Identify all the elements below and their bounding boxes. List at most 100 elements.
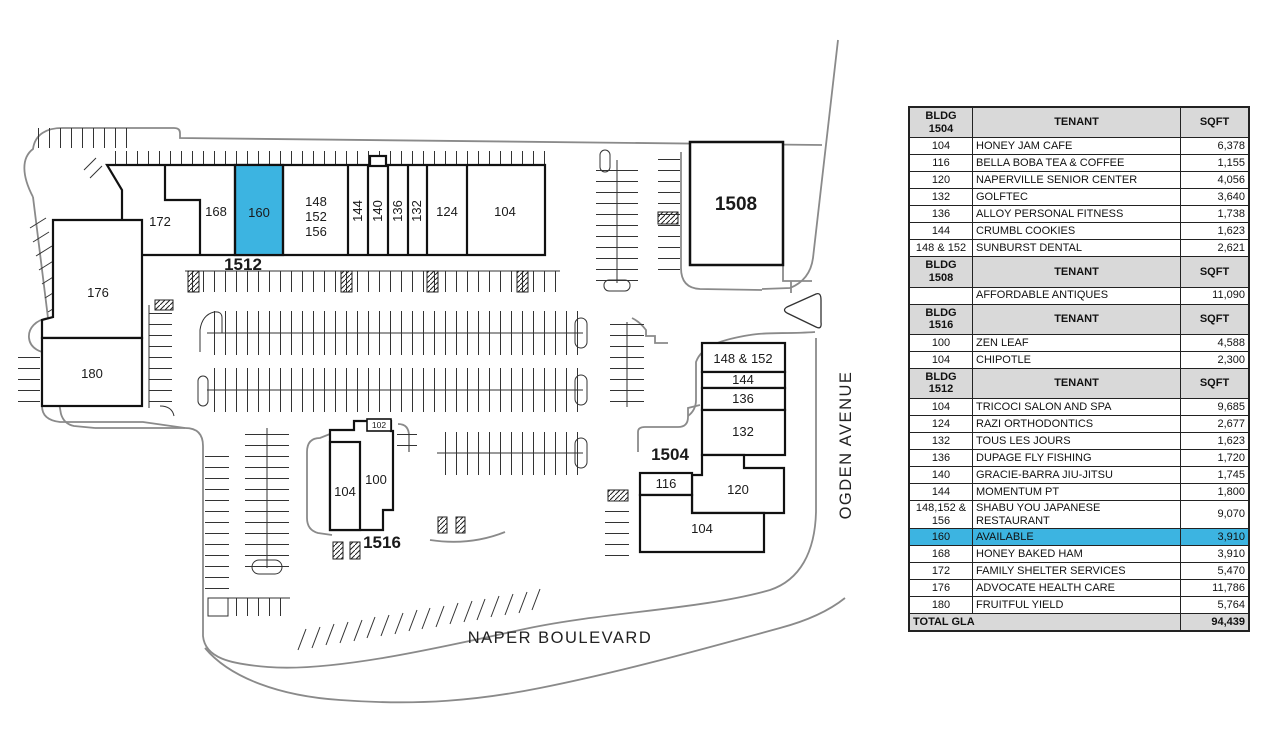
tenant-unit-cell: 104 — [908, 398, 973, 417]
tenant-name-cell: FRUITFUL YIELD — [972, 596, 1181, 615]
tenant-name-cell: HONEY BAKED HAM — [972, 545, 1181, 564]
unit-label-160-available: 160 — [248, 205, 270, 220]
site-plan-map: 172 168 160 148 152 156 144 140 136 132 … — [18, 39, 855, 704]
unit-label-120-1504: 120 — [727, 482, 749, 497]
tenant-sqft-cell: 3,640 — [1180, 188, 1250, 207]
unit-label-152: 152 — [305, 209, 327, 224]
tenant-unit-cell: 172 — [908, 562, 973, 581]
section-header-tenant: TENANT — [972, 106, 1181, 139]
building-label-1512: 1512 — [224, 255, 262, 274]
tenant-name-cell: RAZI ORTHODONTICS — [972, 415, 1181, 434]
tenant-sqft-cell: 3,910 — [1180, 545, 1250, 564]
unit-label-140: 140 — [370, 200, 385, 222]
section-header-bldg: BLDG 1512 — [908, 367, 973, 400]
tenant-unit-cell: 132 — [908, 188, 973, 207]
tenant-sqft-cell: 1,720 — [1180, 449, 1250, 468]
unit-label-102-1516: 102 — [372, 420, 386, 430]
street-label-ogden: OGDEN AVENUE — [837, 371, 855, 520]
tenant-unit-cell — [908, 286, 973, 305]
tenant-name-cell: AVAILABLE — [972, 528, 1181, 547]
tenant-unit-cell: 144 — [908, 483, 973, 502]
tenant-unit-cell: 180 — [908, 596, 973, 615]
total-gla-label: TOTAL GLA — [908, 613, 1181, 632]
tenant-name-cell: AFFORDABLE ANTIQUES — [972, 286, 1181, 305]
unit-label-104-1512: 104 — [494, 204, 516, 219]
street-label-naper: NAPER BOULEVARD — [468, 629, 653, 647]
tenant-sqft-cell: 1,155 — [1180, 154, 1250, 173]
tenant-unit-cell: 168 — [908, 545, 973, 564]
tenant-sqft-cell: 4,056 — [1180, 171, 1250, 190]
tenant-unit-cell: 176 — [908, 579, 973, 598]
building-label-1504: 1504 — [651, 445, 689, 464]
unit-label-148-152-1504: 148 & 152 — [713, 351, 772, 366]
unit-label-136: 136 — [390, 200, 405, 222]
tenant-name-cell: SHABU YOU JAPANESE RESTAURANT — [972, 500, 1181, 530]
building-1508 — [688, 140, 785, 267]
tenant-name-cell: CHIPOTLE — [972, 350, 1181, 369]
unit-label-116-1504: 116 — [656, 476, 677, 491]
tenant-sqft-cell: 1,623 — [1180, 222, 1250, 241]
tenant-name-cell: FAMILY SHELTER SERVICES — [972, 562, 1181, 581]
unit-label-172: 172 — [149, 214, 171, 229]
tenant-name-cell: NAPERVILLE SENIOR CENTER — [972, 171, 1181, 190]
tenant-name-cell: ADVOCATE HEALTH CARE — [972, 579, 1181, 598]
total-gla-value: 94,439 — [1180, 613, 1250, 632]
unit-label-180: 180 — [81, 366, 103, 381]
section-header-tenant: TENANT — [972, 303, 1181, 335]
unit-label-104-1504: 104 — [691, 521, 713, 536]
tenant-unit-cell: 132 — [908, 432, 973, 451]
tenant-name-cell: ALLOY PERSONAL FITNESS — [972, 205, 1181, 224]
tenant-unit-cell: 160 — [908, 528, 973, 547]
building-label-1508: 1508 — [715, 194, 757, 215]
tenant-name-cell: DUPAGE FLY FISHING — [972, 449, 1181, 468]
tenant-unit-cell: 120 — [908, 171, 973, 190]
section-header-tenant: TENANT — [972, 256, 1181, 288]
tenant-sqft-cell: 11,786 — [1180, 579, 1250, 598]
tenant-name-cell: HONEY JAM CAFE — [972, 137, 1181, 156]
tenant-sqft-cell: 3,910 — [1180, 528, 1250, 547]
tenant-sqft-cell: 11,090 — [1180, 286, 1250, 305]
unit-label-136-1504: 136 — [732, 391, 754, 406]
section-header-sqft: SQFT — [1180, 367, 1250, 400]
tenant-sqft-cell: 5,764 — [1180, 596, 1250, 615]
tenant-unit-cell: 124 — [908, 415, 973, 434]
tenant-name-cell: GRACIE-BARRA JIU-JITSU — [972, 466, 1181, 485]
tenant-name-cell: SUNBURST DENTAL — [972, 239, 1181, 258]
building-west — [40, 218, 144, 408]
tenant-name-cell: CRUMBL COOKIES — [972, 222, 1181, 241]
tenant-sqft-cell: 9,070 — [1180, 500, 1250, 530]
unit-label-144: 144 — [350, 200, 365, 222]
tenant-name-cell: BELLA BOBA TEA & COFFEE — [972, 154, 1181, 173]
tenant-name-cell: ZEN LEAF — [972, 333, 1181, 352]
parking-rows — [18, 128, 680, 651]
building-1516 — [328, 418, 395, 532]
tenant-sqft-cell: 1,745 — [1180, 466, 1250, 485]
unit-label-144-1504: 144 — [732, 372, 754, 387]
section-header-sqft: SQFT — [1180, 106, 1250, 139]
tenant-unit-cell: 136 — [908, 205, 973, 224]
tenant-unit-cell: 148,152 & 156 — [908, 500, 973, 530]
tenant-sqft-cell: 2,621 — [1180, 239, 1250, 258]
tenant-name-cell: GOLFTEC — [972, 188, 1181, 207]
unit-label-124: 124 — [436, 204, 458, 219]
section-header-bldg: BLDG 1516 — [908, 303, 973, 335]
tenant-sqft-cell: 5,470 — [1180, 562, 1250, 581]
building-1512 — [105, 154, 547, 257]
